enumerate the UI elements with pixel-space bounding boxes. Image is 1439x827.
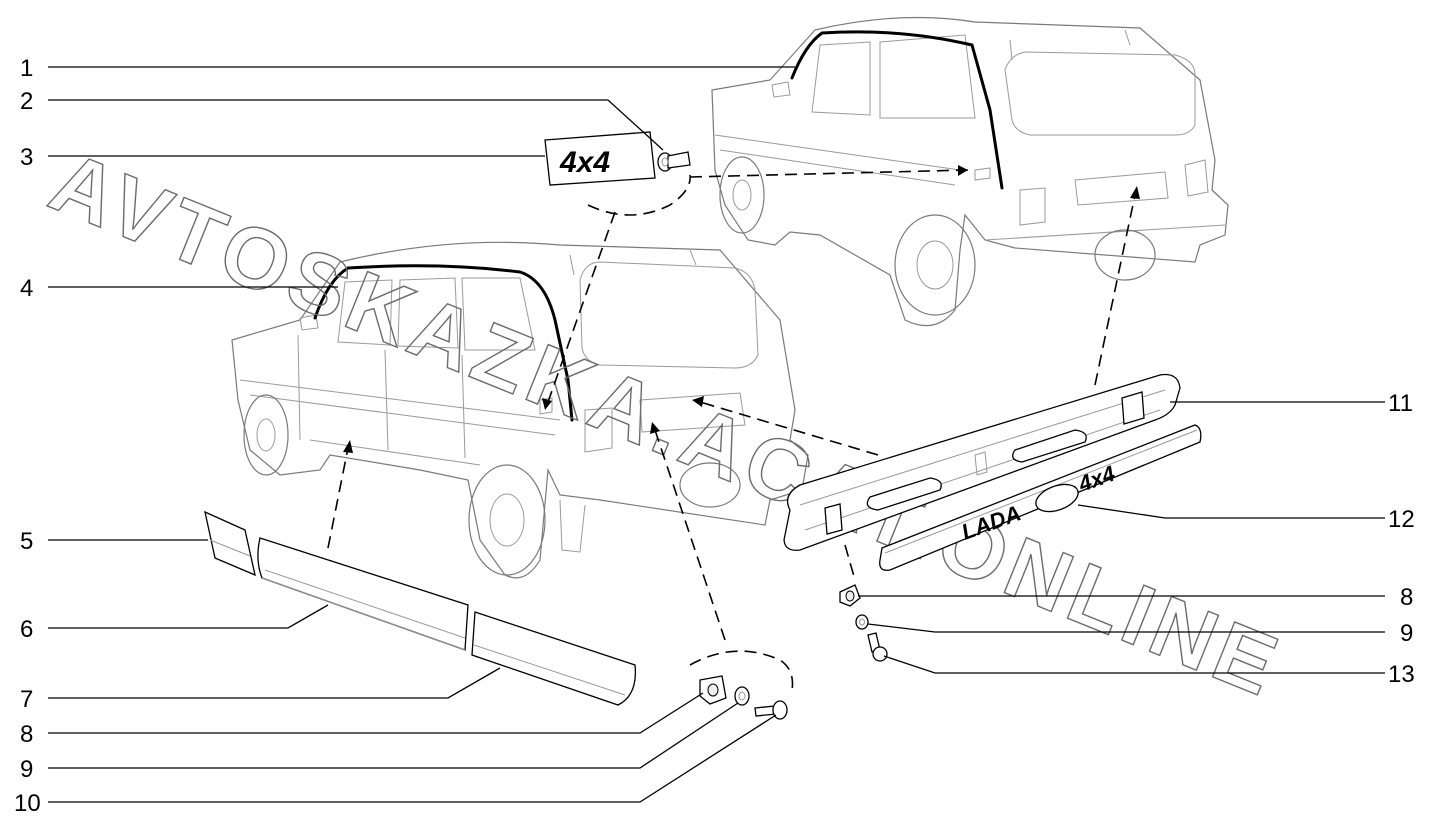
screw-part-10 xyxy=(754,700,788,720)
leader-lines xyxy=(48,66,1385,803)
callout-10: 10 xyxy=(14,790,41,817)
callout-6: 6 xyxy=(20,616,33,643)
callout-9-right: 9 xyxy=(1400,620,1413,647)
callout-11: 11 xyxy=(1388,390,1413,417)
callout-numbers-right: 11 12 8 9 13 xyxy=(1388,390,1415,688)
callout-2: 2 xyxy=(20,88,33,115)
tailgate-trim-part-11 xyxy=(783,373,1181,551)
door-molding-part-6 xyxy=(257,537,469,651)
clip-part-8-right xyxy=(839,584,861,607)
guide-dash-right-fastener xyxy=(844,544,856,581)
group-outline-lower xyxy=(689,650,794,691)
callout-12: 12 xyxy=(1388,506,1415,533)
callout-3: 3 xyxy=(20,144,33,171)
badge-4x4-part: 4x4 xyxy=(544,131,656,186)
screw-part-13 xyxy=(867,632,888,662)
callout-numbers-left: 1 2 3 4 5 6 7 8 9 10 xyxy=(14,55,41,817)
callout-8-left: 8 xyxy=(20,721,33,748)
front-wing-molding-part-5 xyxy=(204,510,256,577)
lada-plate-badge-text: 4x4 xyxy=(1074,461,1118,497)
callout-4: 4 xyxy=(20,275,33,302)
callout-7: 7 xyxy=(20,686,33,713)
callout-5: 5 xyxy=(20,528,33,555)
washer-part-9-lower xyxy=(734,686,750,706)
callout-13: 13 xyxy=(1388,661,1415,688)
washer-part-9-right xyxy=(855,614,869,630)
upper-car-illustration xyxy=(711,16,1229,327)
clip-part-2 xyxy=(657,151,691,172)
callout-1: 1 xyxy=(20,55,33,82)
callout-8-right: 8 xyxy=(1400,584,1413,611)
group-outline-upper xyxy=(587,174,691,216)
clip-part-8-lower xyxy=(699,675,727,705)
rear-molding-part-7 xyxy=(471,611,637,706)
assembly-arrows xyxy=(327,165,1140,641)
callout-9-left: 9 xyxy=(20,756,33,783)
lower-car-illustration xyxy=(231,241,809,579)
badge-4x4-text: 4x4 xyxy=(559,146,610,179)
